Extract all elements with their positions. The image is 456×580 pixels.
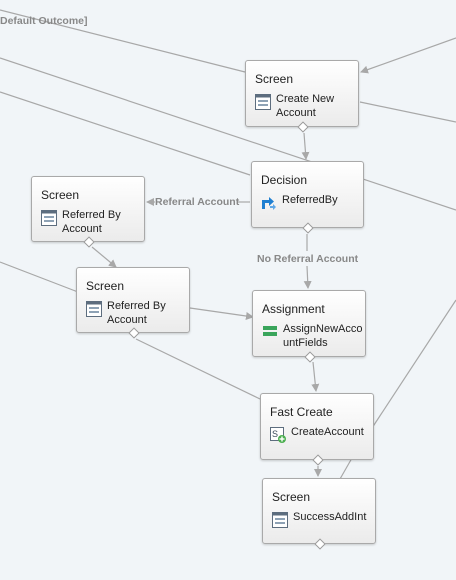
- screen-icon: [255, 94, 271, 110]
- node-type-label: Screen: [255, 72, 294, 86]
- node-type-label: Assignment: [262, 302, 325, 316]
- referral-account-label: Referral Account: [155, 196, 240, 208]
- svg-text:S: S: [272, 429, 278, 439]
- node-label: Referred By Account: [62, 209, 121, 235]
- node-screen-create-new-account[interactable]: Screen Create New Account: [245, 60, 359, 133]
- connector-offscreen-b[interactable]: [0, 91, 251, 176]
- screen-icon: [86, 301, 102, 317]
- node-type-label: Screen: [86, 279, 125, 293]
- connector-referred-to-referred[interactable]: [91, 246, 117, 268]
- node-type-label: Decision: [261, 173, 308, 187]
- connector-assignment-to-fast-create[interactable]: [311, 361, 320, 392]
- decision-icon: [262, 197, 276, 210]
- connector-referred-to-assignment[interactable]: [189, 307, 254, 320]
- node-type-label: Screen: [272, 490, 311, 504]
- connector-offscreen-a[interactable]: [0, 57, 456, 211]
- connector-default-outcome[interactable]: [0, 9, 246, 73]
- node-screen-referred-by-account-bottom[interactable]: Screen Referred By Account: [76, 267, 190, 339]
- node-label: Create New Account: [276, 93, 335, 119]
- default-outcome-label: Default Outcome]: [0, 15, 88, 27]
- node-label: Referred By Account: [107, 300, 166, 326]
- connector-create-to-decision[interactable]: [301, 132, 310, 160]
- screen-icon: [41, 210, 57, 226]
- node-label: AssignNewAccountFields: [283, 323, 363, 349]
- node-type-label: Fast Create: [270, 405, 333, 419]
- fast-create-icon: S: [270, 427, 286, 443]
- connector-offscreen-f[interactable]: [339, 457, 353, 480]
- node-type-label: Screen: [41, 188, 80, 202]
- node-assignment-assign-new-account-fields[interactable]: Assignment AssignNewAccountFields: [252, 290, 366, 363]
- connector-offscreen-d[interactable]: [0, 261, 79, 293]
- connector-no-referral-bottom[interactable]: [303, 265, 312, 289]
- node-label: ReferredBy: [282, 194, 338, 206]
- connector-into-create-account[interactable]: [360, 37, 456, 74]
- node-screen-success-add-int[interactable]: Screen SuccessAddInt: [262, 478, 376, 550]
- screen-icon: [272, 512, 288, 528]
- node-decision-referred-by[interactable]: Decision ReferredBy: [251, 161, 364, 234]
- connector-referred-to-fast-create[interactable]: [135, 338, 261, 400]
- node-label: CreateAccount: [291, 426, 364, 438]
- node-label: SuccessAddInt: [293, 511, 367, 523]
- connector-offscreen-c[interactable]: [359, 101, 456, 123]
- no-referral-account-label: No Referral Account: [257, 253, 359, 265]
- node-fast-create-account[interactable]: Fast Create S CreateAccount: [260, 393, 374, 466]
- assignment-icon: [263, 326, 277, 336]
- connector-offscreen-e[interactable]: [371, 299, 456, 429]
- node-screen-referred-by-account-top[interactable]: Screen Referred By Account: [31, 176, 145, 248]
